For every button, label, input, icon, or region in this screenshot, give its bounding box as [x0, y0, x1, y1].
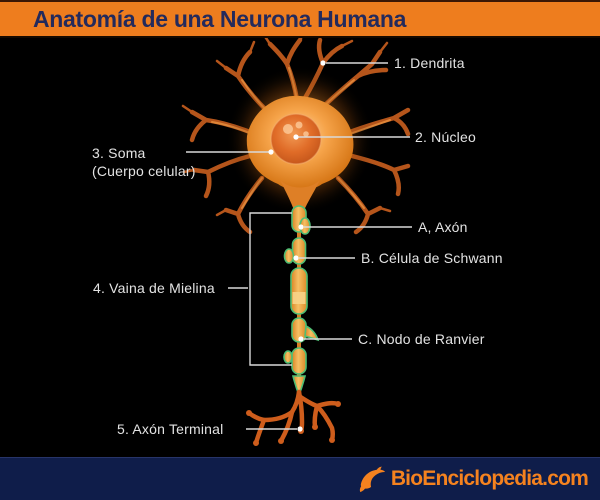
- label-myelin: 4. Vaina de Mielina: [93, 280, 215, 296]
- label-soma-line1: 3. Soma: [92, 145, 146, 161]
- dot-soma: [268, 149, 274, 155]
- label-axon: A, Axón: [418, 219, 468, 235]
- axon-terminal-shape: [246, 389, 341, 446]
- label-terminal: 5. Axón Terminal: [117, 421, 224, 437]
- footer-bar: BioEnciclopedia.com: [0, 457, 600, 500]
- dot-dendrite: [320, 60, 326, 66]
- dot-terminal: [297, 426, 303, 432]
- label-dendrite: 1. Dendrita: [394, 55, 465, 71]
- brand-name: BioEnciclopedia.com: [390, 467, 589, 490]
- page-title: Anatomía de una Neurona Humana: [33, 6, 407, 32]
- leader-lines: [186, 62, 412, 430]
- dot-ranvier: [298, 336, 304, 342]
- label-soma: 3. Soma (Cuerpo celular): [92, 144, 196, 180]
- header-bar: Anatomía de una Neurona Humana: [0, 0, 600, 38]
- label-schwann: B. Célula de Schwann: [361, 250, 503, 266]
- bioenciclopedia-logo-icon: [358, 465, 386, 493]
- label-nucleus: 2. Núcleo: [415, 129, 476, 145]
- nucleolus-spots: [283, 121, 309, 137]
- label-ranvier: C. Nodo de Ranvier: [358, 331, 485, 347]
- dot-schwann: [293, 255, 299, 261]
- dot-axon: [298, 224, 304, 230]
- axon-hillock-shape: [280, 180, 320, 216]
- leader-dots: [268, 60, 326, 432]
- myelin-bracket: [249, 212, 292, 366]
- myelin-light-band: [292, 292, 306, 304]
- dot-nucleus: [293, 134, 299, 140]
- axon-terminal-tips: [246, 401, 341, 446]
- label-soma-line2: (Cuerpo celular): [92, 163, 196, 179]
